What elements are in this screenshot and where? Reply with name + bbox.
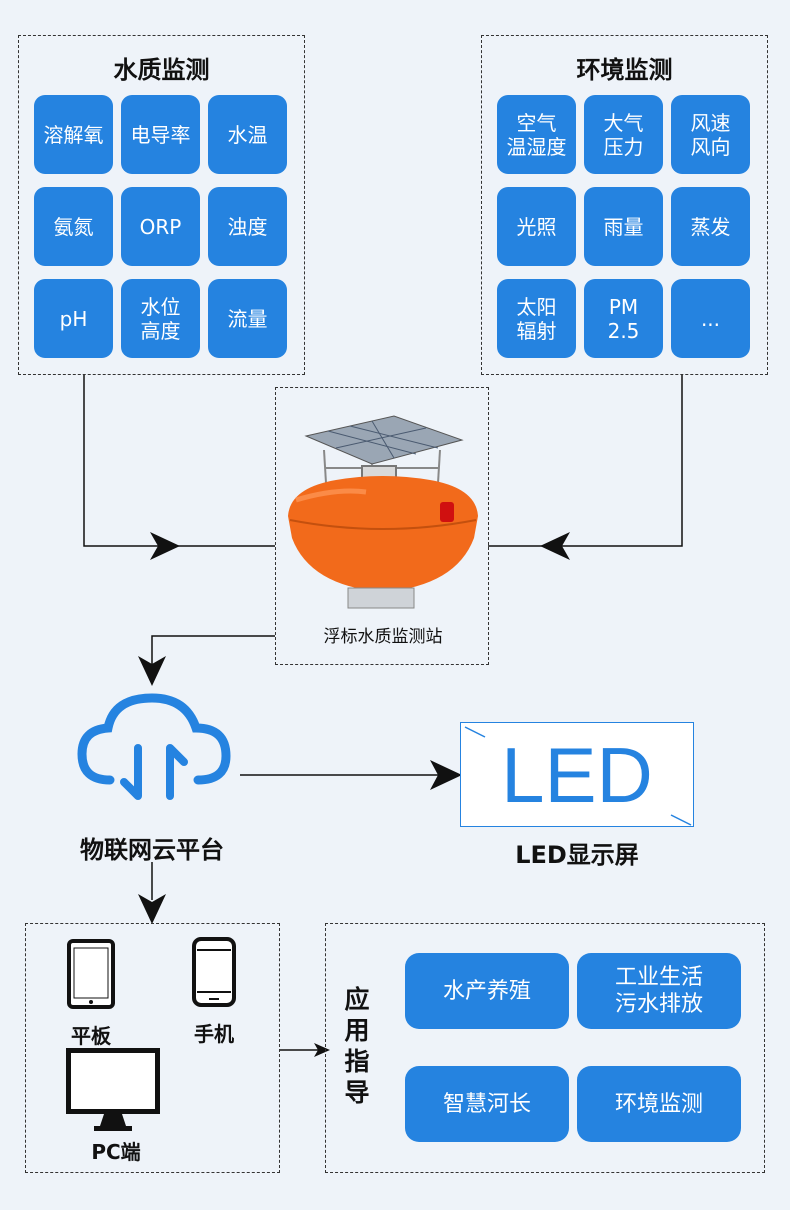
arrow-left-icon xyxy=(540,532,570,560)
environment-tile-9: ... xyxy=(671,279,750,358)
environment-panel: 环境监测 xyxy=(481,35,768,375)
water-quality-tile-2: 电导率 xyxy=(121,95,200,174)
pc-monitor-icon xyxy=(66,1048,160,1131)
application-item-1: 水产养殖 xyxy=(405,953,569,1029)
water-quality-tile-5: ORP xyxy=(121,187,200,266)
arrow-down-icon xyxy=(138,656,166,686)
arrow-right-icon xyxy=(150,532,180,560)
water-quality-tile-3: 水温 xyxy=(208,95,287,174)
applications-panel: 应用指导 xyxy=(325,923,765,1173)
environment-tile-7: 太阳 辐射 xyxy=(497,279,576,358)
applications-title-char: 应 xyxy=(344,985,370,1014)
water-quality-tile-4: 氨氮 xyxy=(34,187,113,266)
arrow-down-icon xyxy=(138,894,166,924)
applications-title-char: 指 xyxy=(344,1047,370,1076)
application-item-4: 环境监测 xyxy=(577,1066,741,1142)
pc-label: PC端 xyxy=(91,1140,141,1164)
environment-tile-4: 光照 xyxy=(497,187,576,266)
led-corner-marks xyxy=(464,726,692,826)
environment-tile-3: 风速 风向 xyxy=(671,95,750,174)
tablet-icon xyxy=(67,939,115,1009)
water-quality-panel: 水质监测 xyxy=(18,35,305,375)
environment-tile-2: 大气 压力 xyxy=(584,95,663,174)
led-screen-text: LED xyxy=(501,731,653,819)
led-display: LED xyxy=(460,722,694,827)
environment-tile-1: 空气 温湿度 xyxy=(497,95,576,174)
water-quality-tile-7: pH xyxy=(34,279,113,358)
cloud-platform-label: 物联网云平台 xyxy=(80,836,224,864)
water-quality-tile-1: 溶解氧 xyxy=(34,95,113,174)
cloud-icon xyxy=(77,693,231,800)
environment-tile-5: 雨量 xyxy=(584,187,663,266)
environment-tile-8: PM 2.5 xyxy=(584,279,663,358)
led-label: LED显示屏 xyxy=(515,841,639,869)
devices-panel: 平板 手机 PC端 xyxy=(25,923,280,1173)
applications-title-char: 用 xyxy=(344,1016,370,1045)
arrow-right-icon xyxy=(430,760,462,790)
buoy-label: 浮标水质监测站 xyxy=(323,627,443,647)
application-item-3: 智慧河长 xyxy=(405,1066,569,1142)
phone-icon xyxy=(192,937,236,1007)
application-item-2: 工业生活 污水排放 xyxy=(577,953,741,1029)
phone-label: 手机 xyxy=(194,1022,234,1046)
water-quality-tile-8: 水位 高度 xyxy=(121,279,200,358)
arrow-right-icon xyxy=(314,1043,330,1057)
buoy-station-panel: 浮标水质监测站 xyxy=(275,387,489,665)
buoy-illustration xyxy=(288,415,478,609)
applications-title: 应用指导 xyxy=(342,984,372,1108)
water-quality-tile-6: 浊度 xyxy=(208,187,287,266)
environment-tile-6: 蒸发 xyxy=(671,187,750,266)
water-quality-tile-9: 流量 xyxy=(208,279,287,358)
environment-title: 环境监测 xyxy=(576,56,673,84)
applications-title-char: 导 xyxy=(344,1078,370,1107)
tablet-label: 平板 xyxy=(71,1024,111,1048)
water-quality-title: 水质监测 xyxy=(113,56,210,84)
